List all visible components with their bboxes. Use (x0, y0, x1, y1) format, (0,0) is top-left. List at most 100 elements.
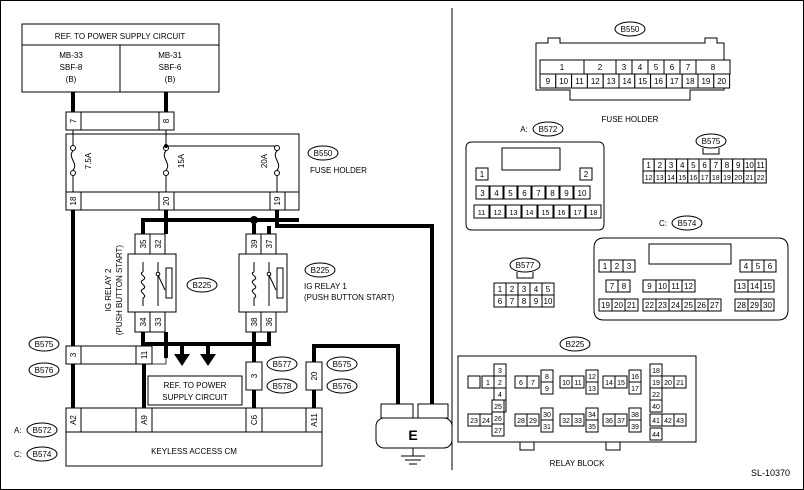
b225-pin: 4 (498, 392, 502, 399)
fuse-holder: 7 8 18 20 19 (65, 111, 300, 211)
svg-text:A9: A9 (140, 415, 149, 425)
b572-pin: 7 (536, 189, 541, 198)
svg-text:15A: 15A (177, 153, 186, 168)
svg-text:36: 36 (265, 317, 274, 326)
ground-e: E (375, 403, 453, 465)
fuse-in-pin-1: 7 (69, 118, 78, 123)
b225-pin: 21 (676, 380, 684, 387)
b550-pin: 11 (575, 77, 584, 86)
b572-prefix: A: (520, 125, 528, 134)
b225-pin: 27 (494, 428, 502, 435)
b225-pin: 29 (529, 418, 537, 425)
b577-pin: 6 (498, 297, 503, 306)
b575-cell (754, 170, 767, 184)
b575-pin: 1 (646, 161, 651, 170)
b225-pin: 16 (631, 374, 639, 381)
power-supply-title: REF. TO POWER SUPPLY CIRCUIT (55, 32, 186, 41)
b225-pin: 26 (494, 416, 502, 423)
b225-pin: 6 (519, 380, 523, 387)
b574-pin: 26 (697, 301, 706, 310)
b574-pin: 6 (768, 262, 773, 271)
svg-text:B575: B575 (333, 360, 352, 369)
arrow-down-2 (200, 354, 216, 366)
fuse-20a: 20A (164, 144, 280, 192)
b574-pin: 19 (601, 301, 610, 310)
b575-pin: 15 (678, 175, 686, 182)
svg-text:32: 32 (154, 239, 163, 248)
arrow-down-1 (174, 354, 190, 366)
b572-cell (573, 185, 591, 200)
b225-tag-outline (559, 336, 591, 352)
b574-pin: 4 (744, 262, 749, 271)
svg-text:3: 3 (250, 373, 259, 378)
b574-pin: 7 (610, 282, 615, 291)
b572-pin: 8 (550, 189, 555, 198)
b572-pin: 6 (522, 189, 527, 198)
b550-pin: 16 (654, 77, 663, 86)
b572-pin: 3 (480, 189, 485, 198)
svg-text:A:: A: (14, 426, 22, 435)
b575-pin: 14 (667, 175, 675, 182)
b574-cell (707, 298, 722, 312)
b550-tag: B550 FUSE HOLDER (307, 145, 367, 175)
b225-pin: 24 (482, 418, 490, 425)
b577-b578: 3 B577 B578 (245, 356, 298, 394)
power-supply-right-1: MB-31 (158, 51, 182, 60)
b577-pin: 8 (522, 297, 527, 306)
wire-relay-feed (141, 218, 299, 234)
b225-tag: B225 (566, 340, 585, 349)
b225-pin: 31 (543, 424, 551, 431)
relay1-coil (251, 262, 257, 306)
b550-pin: 19 (701, 77, 710, 86)
b225-pin: 30 (543, 412, 551, 419)
b225-cell (585, 419, 599, 433)
b572-pin: 18 (590, 210, 598, 217)
svg-text:B575: B575 (35, 340, 54, 349)
b575-pin: 10 (745, 161, 754, 170)
b575-b576-right: 20 B575 B576 (305, 356, 358, 394)
b572-cell (489, 185, 504, 200)
b225-pin: 9 (545, 386, 549, 393)
b574-pin: 1 (603, 262, 608, 271)
b574-pin: 29 (750, 301, 759, 310)
b225-pin: 12 (588, 374, 596, 381)
b574-prefix: C: (659, 219, 667, 228)
b225-pin: 25 (494, 404, 502, 411)
b575-pin: 12 (645, 175, 653, 182)
b572-pin: 15 (542, 210, 550, 217)
b575-pin: 20 (734, 175, 742, 182)
b225-pin: 17 (631, 386, 639, 393)
b550-pin: 5 (654, 63, 659, 72)
fuse-out-pin-18: 18 (69, 196, 78, 205)
fuse-in-pin-2: 8 (162, 118, 171, 123)
b574-pin: 20 (614, 301, 623, 310)
b225-pin: 10 (562, 380, 570, 387)
b572-cell (553, 204, 570, 219)
b577-pin: 9 (534, 297, 539, 306)
b225-pin: 13 (588, 386, 596, 393)
b550-pin: 6 (670, 63, 675, 72)
b225-cell (493, 363, 507, 377)
b225-cell (614, 375, 628, 389)
b225-pin: 3 (498, 368, 502, 375)
b574-pin: 15 (763, 282, 772, 291)
b225-pin: 43 (676, 418, 684, 425)
b550-cell (713, 73, 731, 89)
relay1-name: IG RELAY 1 (304, 282, 347, 291)
svg-text:35: 35 (139, 239, 148, 248)
b577-tag-outline (509, 257, 541, 273)
ig-relay-2: 35 32 34 33 IG RELAY 2 (PUSH BUTTON STAR… (104, 233, 218, 335)
svg-text:33: 33 (154, 317, 163, 326)
b225-pin: 35 (588, 424, 596, 431)
b575-key (702, 148, 720, 155)
b550-pin: 17 (670, 77, 679, 86)
b225-cell (649, 427, 663, 441)
b225-pin: 22 (652, 392, 660, 399)
b577-key (516, 272, 534, 279)
svg-text:E: E (408, 427, 417, 443)
b574-cell (617, 279, 631, 293)
b572-pin: 4 (494, 189, 499, 198)
b550-pin: 10 (559, 77, 568, 86)
b225-pin: 41 (652, 418, 660, 425)
b575-tag-outline (695, 133, 727, 149)
